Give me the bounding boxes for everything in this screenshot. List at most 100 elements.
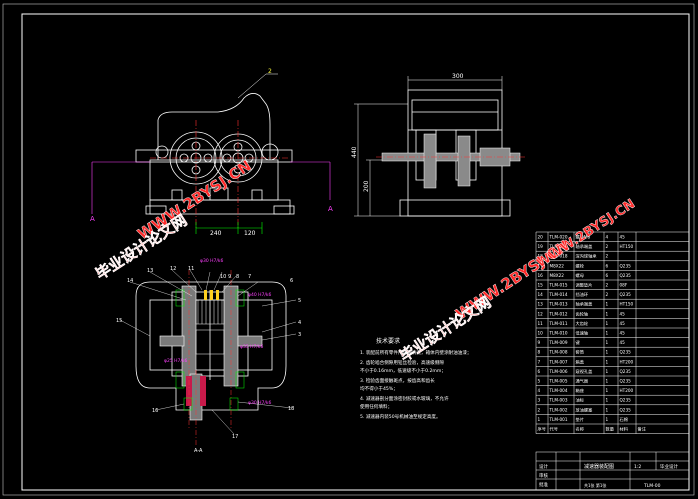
bom-cell: 5	[538, 379, 541, 384]
bom-cell: Q235	[620, 350, 632, 355]
balloon-6: 6	[290, 278, 293, 284]
bom-cell: 4	[538, 388, 541, 393]
bom-cell: 45	[620, 235, 626, 240]
bom-cell: TLM-015	[549, 283, 568, 288]
bom-cell: 轴承端盖	[576, 243, 593, 250]
fit-1: φ30 H7/k6	[200, 258, 223, 264]
bom-cell: TLM-013	[549, 302, 568, 307]
leader-2	[237, 73, 267, 99]
bom-cell: 1	[606, 321, 609, 326]
bom-cell: Q235	[620, 398, 632, 403]
side-dims	[354, 76, 503, 217]
bom-cell: 1	[606, 350, 609, 355]
bom-cell: 8	[538, 350, 541, 355]
front-dims-2	[195, 222, 263, 234]
fit-3: φ35 H7/k6	[240, 344, 263, 350]
bom-cell: 垫片	[576, 416, 584, 423]
bom-cell: 油标	[576, 397, 584, 404]
fit-4: φ25 H7/k6	[164, 358, 187, 364]
bom-cell: TLM-006	[549, 369, 568, 374]
bom-cell: 14	[538, 292, 544, 297]
bom-cell: 10	[538, 331, 544, 336]
bom-cell: Q235	[620, 273, 632, 278]
bom-cell: Q235	[620, 407, 632, 412]
dim-120: 120	[244, 230, 256, 237]
bom-cell: 挡油环	[576, 291, 589, 298]
bom-header-cell: 代号	[550, 426, 558, 433]
bom-cell: 3	[538, 398, 541, 403]
title-scale: 1:2	[634, 464, 641, 470]
bom-cell: 1	[538, 417, 541, 422]
title-school: 毕业设计	[660, 463, 678, 470]
bom-cell: 12	[538, 311, 544, 316]
front-dims	[91, 161, 331, 214]
bom-cell: 20	[538, 235, 544, 240]
balloon-11: 11	[188, 266, 194, 272]
section-center-lines	[188, 270, 232, 446]
gear-teeth-highlight	[204, 290, 219, 300]
bom-cell: 45	[620, 340, 626, 345]
bom-cell: 1	[606, 302, 609, 307]
bom-cell: HT200	[620, 359, 634, 364]
bom-cell: 2	[606, 283, 609, 288]
section-view	[135, 281, 287, 411]
bom-header-cell: 备注	[638, 426, 647, 433]
bom-cell: 低速轴	[576, 330, 589, 337]
bom-cell: TLM-019	[549, 244, 568, 249]
notes-line-4: 3. 检验齿面接触斑点，按齿高和齿长	[360, 377, 435, 384]
bom-cell: 螺栓	[576, 262, 585, 269]
bom-cell: 6	[606, 273, 609, 278]
balloon-8: 8	[236, 274, 239, 280]
bom-cell: 1	[606, 359, 609, 364]
notes-line-2: 2. 齿轮啮合侧隙用铅丝检验，高速级侧隙	[360, 359, 444, 366]
balloon-14: 14	[127, 278, 133, 284]
balloon-7: 7	[248, 274, 251, 280]
bom-cell: 螺栓M8	[576, 234, 591, 241]
balloon-9: 9	[228, 274, 231, 280]
bom-header-cell: 名称	[576, 426, 584, 433]
fit-5: φ30 H7/k6	[248, 400, 271, 406]
bom-cell: 通气器	[576, 378, 589, 385]
bom-cell: 1	[606, 311, 609, 316]
balloon-17: 17	[232, 434, 238, 440]
bom-cell: Q235	[620, 379, 632, 384]
dim-200: 200	[363, 180, 370, 192]
bom-cell: TLM-020	[549, 235, 568, 240]
bom-cell: 45	[620, 311, 626, 316]
bom-cell: 1	[606, 407, 609, 412]
dim-300: 300	[452, 73, 464, 80]
balloon-12: 12	[170, 266, 176, 272]
bom-cell: 1	[606, 379, 609, 384]
section-mark-right: A	[328, 205, 333, 213]
bom-cell: HT150	[620, 302, 634, 307]
title-drawing-no: TLM-00	[643, 483, 661, 489]
bom-cell: 13	[538, 302, 544, 307]
dim-240: 240	[210, 230, 222, 237]
bom-cell: 大齿轮	[576, 320, 589, 327]
bom-cell: 窥视孔盖	[576, 368, 593, 375]
bom-cell: 18	[538, 254, 544, 259]
bom-cell: 2	[606, 254, 609, 259]
section-leaders	[119, 269, 297, 435]
bom-cell: HT200	[620, 388, 634, 393]
bom-cell: M8X22	[550, 263, 565, 268]
bom-cell: 箱座	[576, 387, 584, 394]
bom-cell: 9	[538, 340, 541, 345]
balloon-13: 13	[147, 268, 153, 274]
side-shafts	[381, 133, 521, 189]
bom-cell: 套筒	[576, 349, 584, 356]
notes-line-8: 5. 减速器内装50号机械油至规定高度。	[360, 413, 441, 420]
bom-cell: 齿轮轴	[576, 310, 589, 317]
bom-cell: TLM-018	[549, 254, 568, 259]
bom-cell: 2	[606, 292, 609, 297]
title-block	[535, 451, 690, 491]
bom-cell: TLM-009	[549, 340, 568, 345]
bom-cell: TLM-005	[549, 379, 568, 384]
notes-line-3: 不小于0.16mm，低速级不小于0.2mm；	[360, 367, 446, 374]
bom-cell: 1	[606, 369, 609, 374]
bom-cell: 1	[606, 340, 609, 345]
bom-cell: 17	[538, 263, 544, 268]
section-mark-left: A	[90, 215, 95, 223]
bom-cell: 石棉	[620, 416, 628, 423]
